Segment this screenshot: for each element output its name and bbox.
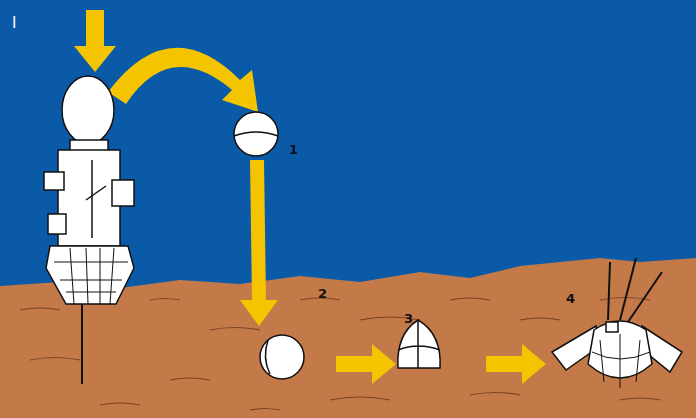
spacecraft — [44, 76, 134, 384]
landing-capsules — [234, 112, 440, 379]
ground-texture — [20, 298, 660, 411]
callout-number: 3 — [404, 312, 413, 325]
figure-number: I — [12, 16, 16, 31]
flow-arrows — [74, 10, 546, 384]
opened-lander — [552, 258, 682, 388]
callout-number: 1 — [289, 143, 298, 156]
callout-number: 4 — [566, 292, 575, 305]
callout-number: 2 — [318, 287, 327, 300]
